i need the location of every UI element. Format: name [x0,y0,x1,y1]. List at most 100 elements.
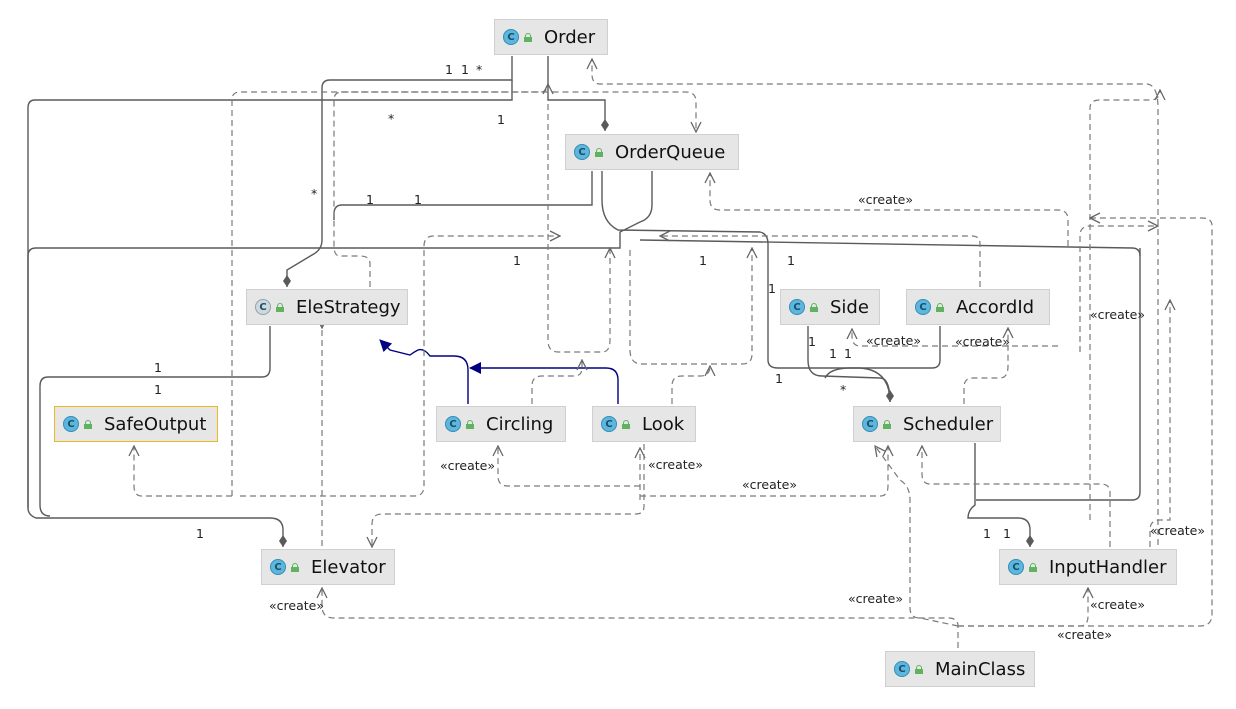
class-name: Order [544,26,596,48]
multiplicity-label: 1 [154,382,162,397]
multiplicity-label: 1 [983,526,991,541]
multiplicity-label: * [840,382,847,397]
public-lock-icon [622,419,630,429]
class-icon: C [1008,559,1024,575]
edge-label-create: «create» [1057,627,1112,642]
public-lock-icon [276,302,284,312]
edge-label-create: «create» [1150,523,1205,538]
dependency-edge-elevator-safeoutput [134,446,232,497]
class-icon: C [574,144,590,160]
association-edge-scheduler-side [807,326,891,403]
class-node-elestrategy[interactable]: C EleStrategy [246,289,408,325]
class-icon: C [789,299,805,315]
multiplicity-label: 1 [513,253,521,268]
dependency-edge-scheduler-side [963,328,1008,404]
edge-label-create: «create» [955,334,1010,349]
dependency-edge-create-circling [498,446,640,487]
composition-edge-elestrategy-order [283,56,513,287]
dependency-edge-circling-order [531,360,582,404]
dependency-edge-elevator-orderqueue-left [240,236,560,497]
class-icon: C [915,299,931,315]
class-icon: C [601,416,617,432]
public-lock-icon [883,419,891,429]
dependency-edge-accordid-orderqueue [660,236,981,287]
class-name: SafeOutput [104,413,207,435]
edge-label-create: «create» [440,458,495,473]
composition-edge-elevator-order [27,80,513,547]
edge-label-create: «create» [1090,597,1145,612]
multiplicity-label: 1 [1003,526,1011,541]
class-icon: C [270,559,286,575]
dependency-edge-inputhandler-scheduler [922,446,1111,547]
composition-edge-scheduler-orderqueue [601,171,894,403]
association-edge-scheduler-accordid [824,326,941,379]
public-lock-icon [466,419,474,429]
class-node-scheduler[interactable]: C Scheduler [853,406,1001,442]
multiplicity-label: 1 [775,371,783,386]
abstract-class-icon: C [255,299,271,315]
association-edge-elevator-elestrategy [39,326,271,517]
dependency-edge-look-orderqueue [629,248,752,365]
dependency-edge-create-order-right [592,59,1159,555]
class-icon: C [445,416,461,432]
multiplicity-label: * [311,186,318,201]
class-node-inputhandler[interactable]: C InputHandler [999,549,1177,585]
dependency-edge-elestrategy-orderqueue [333,91,696,287]
class-node-order[interactable]: C Order [494,19,608,55]
multiplicity-label: 1 [366,192,374,207]
class-node-circling[interactable]: C Circling [436,406,566,442]
class-name: EleStrategy [296,296,401,318]
public-lock-icon [595,147,603,157]
class-name: OrderQueue [615,141,726,163]
dependency-edge-create-elevator-main [322,588,959,648]
composition-edge-orderqueue-order [547,56,609,131]
association-edge-orderqueue-list [639,239,1141,257]
class-name: InputHandler [1049,556,1167,578]
public-lock-icon [524,32,532,42]
edges-layer [27,56,1213,648]
class-node-elevator[interactable]: C Elevator [261,549,395,585]
dependency-edge-circling-orderqueue [547,104,610,353]
multiplicity-label: 1 [829,346,837,361]
dependency-edge-create-side [852,329,1058,347]
dependency-edge-create-scheduler-from-elevator [640,446,888,497]
public-lock-icon [810,302,818,312]
class-node-look[interactable]: C Look [592,406,696,442]
multiplicity-label: 1 [461,62,469,77]
multiplicity-label: 1 [768,281,776,296]
dependency-edge-create-scheduler-main [875,446,959,627]
class-name: Elevator [311,556,386,578]
public-lock-icon [291,562,299,572]
class-name: Scheduler [903,413,994,435]
class-node-mainclass[interactable]: C MainClass [885,651,1035,687]
class-icon: C [862,416,878,432]
association-edge-scheduler-list [976,248,1141,501]
multiplicity-label: 1 [808,334,816,349]
class-node-accordid[interactable]: C AccordId [906,289,1050,325]
class-icon: C [503,29,519,45]
class-node-safeoutput[interactable]: C SafeOutput [54,406,218,442]
class-name: MainClass [935,658,1026,680]
multiplicity-label: 1 [699,253,707,268]
class-node-orderqueue[interactable]: C OrderQueue [565,134,739,170]
edge-label-create: «create» [742,477,797,492]
multiplicity-label: 1 [497,112,505,127]
association-edge-elevator-orderqueue [27,171,653,508]
class-name: Side [830,296,869,318]
composition-edge-inputhandler-scheduler [967,443,1034,547]
multiplicity-label: 1 [414,192,422,207]
dependency-edge-scheduler-order [1089,90,1160,520]
main-class-icon: C [894,661,910,677]
dependency-edge-create-accordid [1079,226,1158,352]
edge-label-create: «create» [269,598,324,613]
multiplicity-label: 1 [154,360,162,375]
edge-label-create: «create» [848,591,903,606]
public-lock-icon [1029,562,1037,572]
class-node-side[interactable]: C Side [780,289,880,325]
class-icon: C [63,416,79,432]
multiplicity-label: 1 [196,526,204,541]
edge-label-create: «create» [866,333,921,348]
multiplicity-label: 1 [445,62,453,77]
class-name: AccordId [956,296,1035,318]
edge-label-create: «create» [858,192,913,207]
